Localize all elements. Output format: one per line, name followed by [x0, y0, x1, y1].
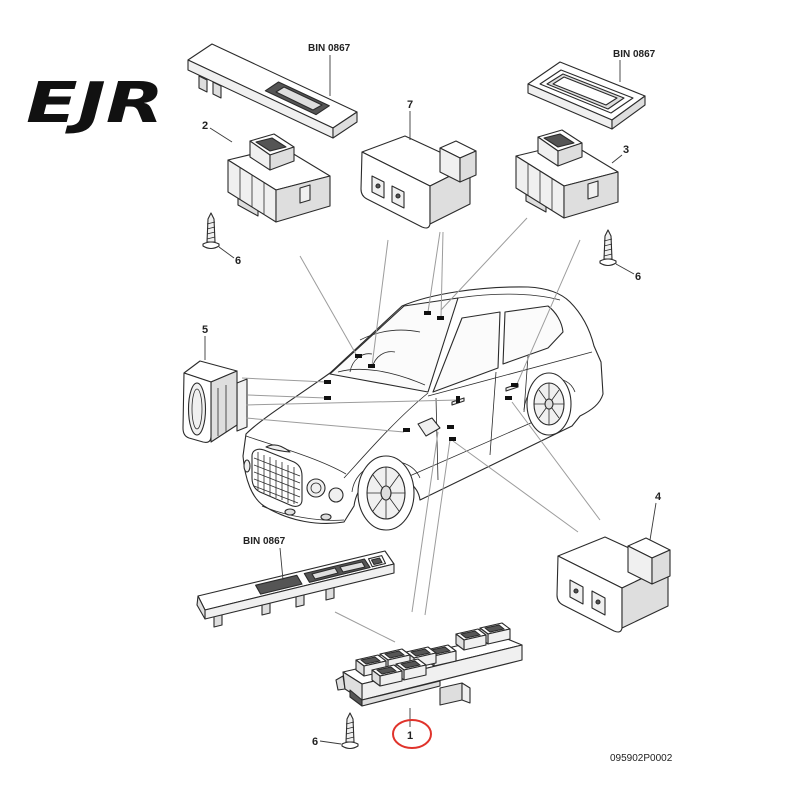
callout-part-6-bottom: 6: [312, 736, 318, 748]
location-marker: [368, 364, 375, 368]
callout-part-6-right: 6: [635, 271, 641, 283]
callout-part-6-top-left: 6: [235, 255, 241, 267]
part-2-window-switch: [227, 133, 331, 223]
location-marker: [456, 396, 460, 403]
location-marker: [424, 311, 431, 315]
rear-door-window: [502, 305, 564, 365]
location-marker: [449, 437, 456, 441]
part-6-screw-bottom: [341, 712, 359, 750]
bin-label-top-right: BIN 0867: [613, 49, 656, 60]
part-6-screw-right: [599, 229, 617, 267]
part-1-master-window-switch: [335, 622, 523, 707]
labels: BIN 0867 BIN 0867 BIN 0867 2 7 3 6 6 5 4…: [202, 43, 673, 764]
callout-part-4: 4: [655, 491, 662, 503]
side-mirror: [417, 417, 441, 437]
callout-part-7: 7: [407, 99, 413, 111]
location-marker: [447, 425, 454, 429]
ejr-logo: EJR: [26, 71, 164, 136]
leader-lines: [241, 217, 601, 643]
rocker-button: [455, 628, 487, 651]
logo-text: EJR: [26, 71, 164, 136]
location-marker: [324, 380, 331, 384]
headlight: [243, 459, 251, 473]
callout-lines: [204, 55, 657, 745]
callout-part-2: 2: [202, 120, 208, 132]
diagram-code: 095902P0002: [610, 753, 673, 764]
part-6-screw-top-left: [202, 212, 220, 250]
location-marker: [403, 428, 410, 432]
window-switch-bezel-top-left: [187, 43, 358, 139]
connector: [439, 682, 463, 706]
front-grille: [251, 448, 303, 507]
bin-label-bottom: BIN 0867: [243, 536, 286, 547]
car-illustration: [242, 286, 604, 531]
location-marker: [437, 316, 444, 320]
switch-location-markers: [324, 311, 518, 441]
headlight: [306, 478, 326, 498]
headlight: [328, 487, 344, 503]
rear-wheel: [526, 372, 572, 436]
rocker-button: [187, 382, 207, 436]
part-3-window-switch: [515, 129, 619, 219]
part-7-window-switch: [360, 135, 477, 229]
location-marker: [511, 383, 518, 387]
rocker-button: [371, 664, 403, 687]
location-marker: [355, 354, 362, 358]
part-1-highlight-circle: [392, 719, 432, 749]
callout-part-1: 1: [407, 730, 413, 742]
front-door-window: [432, 311, 501, 393]
location-marker: [505, 396, 512, 400]
callout-part-5: 5: [202, 324, 208, 336]
front-wheel: [357, 455, 415, 531]
rocker-button-cluster: [355, 622, 511, 687]
part-4-window-switch: [556, 536, 671, 633]
window-switch-bezel-top-right: [527, 61, 646, 130]
callout-part-3: 3: [623, 144, 629, 156]
grille-emblem: [265, 444, 291, 453]
bin-label-top-left: BIN 0867: [308, 43, 351, 54]
window-switch-bezel-bottom: [196, 550, 395, 628]
location-marker: [324, 396, 331, 400]
part-5-window-switch: [182, 360, 248, 443]
